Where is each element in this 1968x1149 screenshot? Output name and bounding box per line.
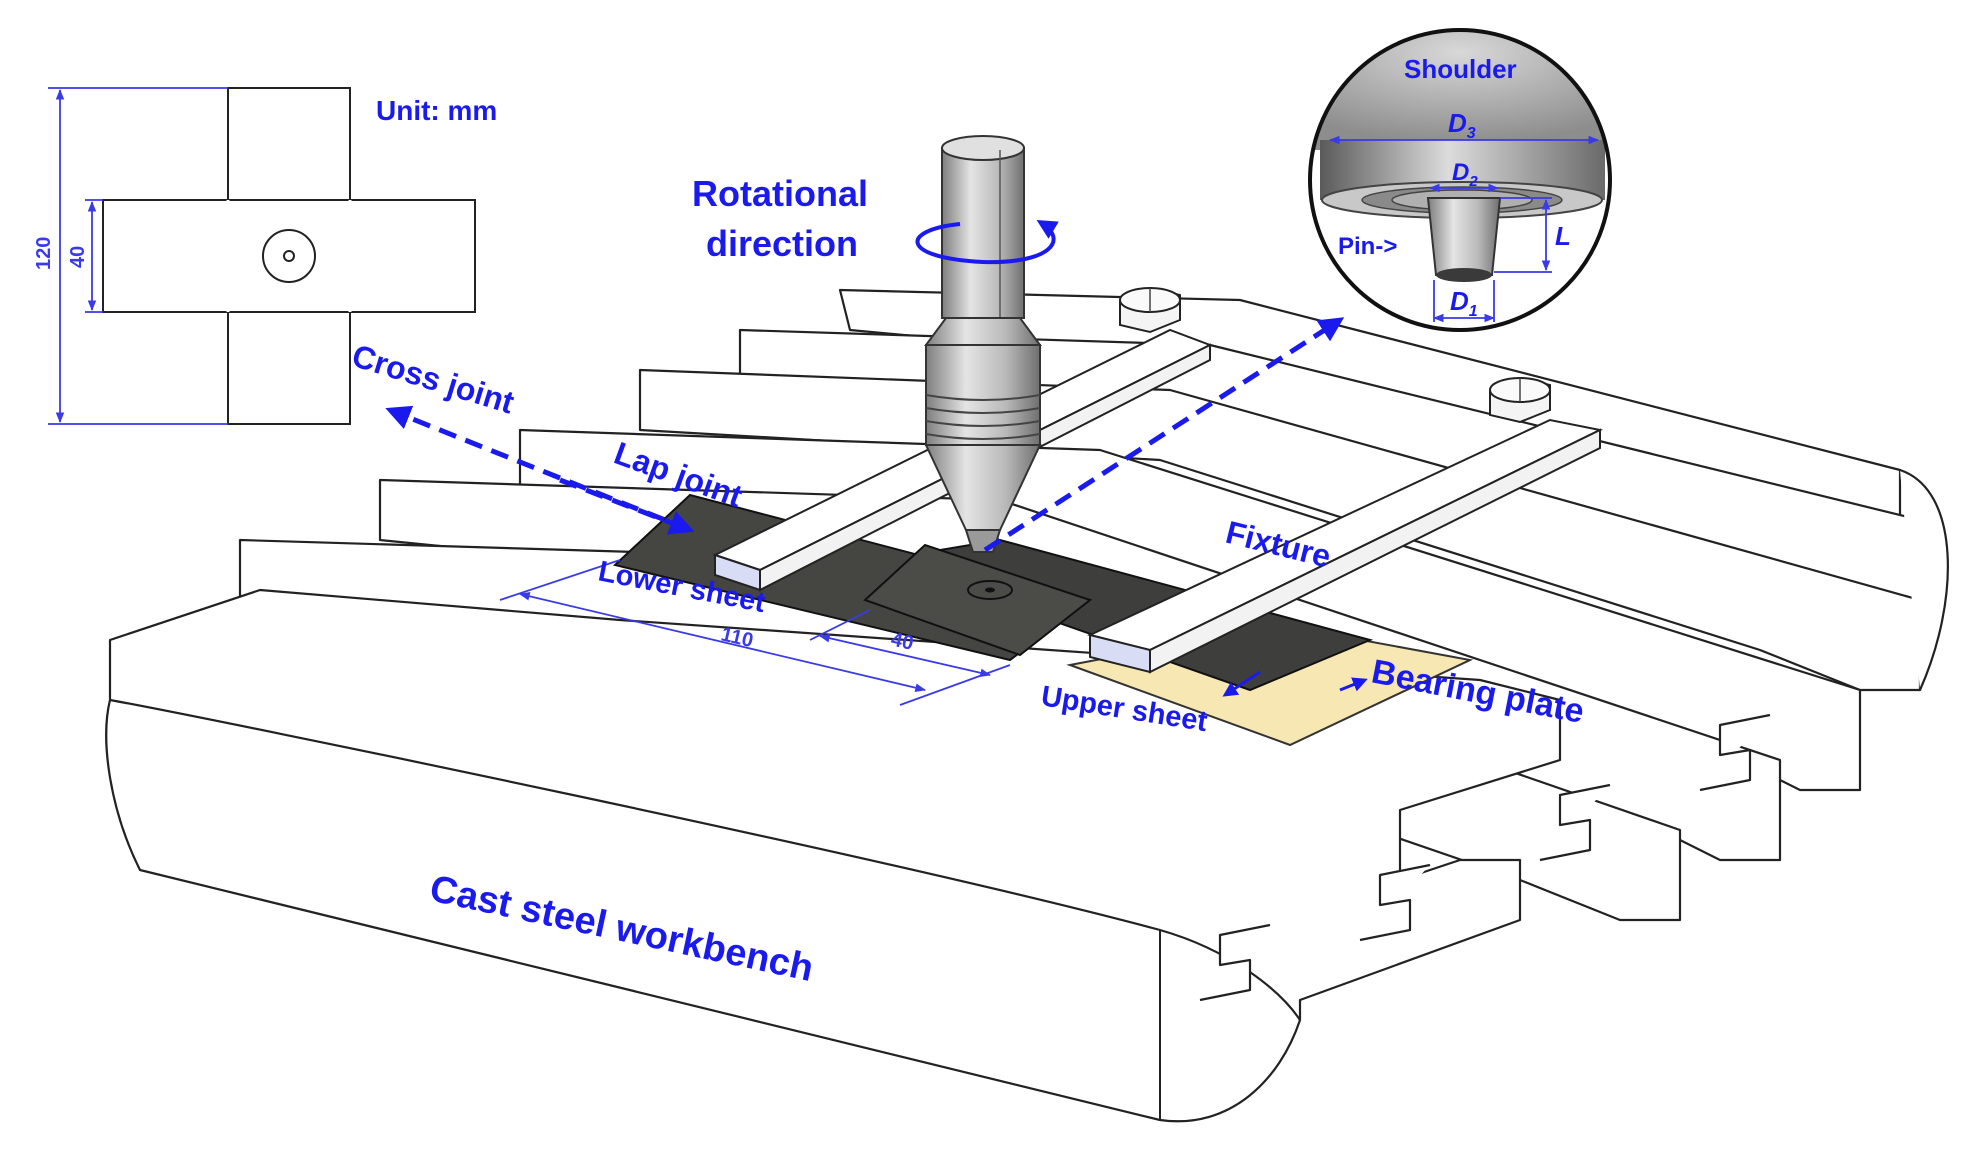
fsw-tool bbox=[924, 135, 1042, 553]
unit-label: Unit: mm bbox=[376, 95, 497, 126]
d1-label: D1 bbox=[1450, 286, 1478, 320]
cross-joint-plan-view: 120 40 bbox=[33, 87, 476, 425]
shoulder-label: Shoulder bbox=[1404, 54, 1517, 84]
rotational-direction-label-line1: Rotational bbox=[692, 173, 868, 214]
sheet-dimensions: 110 40 bbox=[499, 559, 1011, 706]
tool-detail-inset: Shoulder D3 D2 D1 L Pin-> bbox=[1308, 28, 1612, 332]
dim-total-length: 120 bbox=[33, 237, 55, 270]
workbench bbox=[105, 288, 1949, 1123]
lap-joint-arrow bbox=[983, 317, 1345, 553]
d3-label: D3 bbox=[1448, 108, 1476, 142]
d2-label: D2 bbox=[1452, 159, 1478, 190]
pin-label: Pin-> bbox=[1338, 233, 1397, 260]
rotation-arrow bbox=[915, 219, 1059, 265]
cross-joint-label: Cross joint bbox=[348, 337, 519, 420]
rotational-direction-label-line2: direction bbox=[706, 223, 858, 264]
fixture-right bbox=[1087, 376, 1604, 674]
length-label: L bbox=[1555, 221, 1571, 251]
dim-overlap-width: 40 bbox=[889, 628, 916, 654]
cross-joint-arrow bbox=[385, 405, 691, 533]
dim-width: 40 bbox=[67, 246, 89, 268]
